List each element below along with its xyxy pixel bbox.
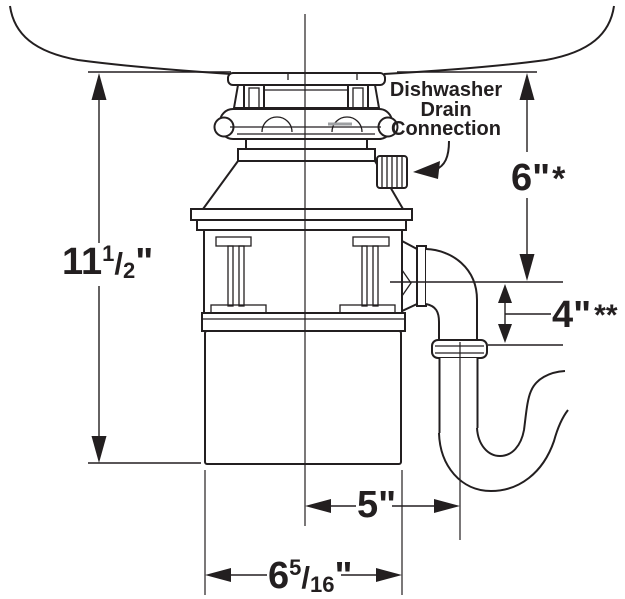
reference-lines <box>204 14 461 595</box>
elbow-pipe <box>425 248 478 342</box>
dim-body-width: 65/16" <box>205 555 402 597</box>
grind-chamber <box>203 229 403 314</box>
dim-overall-height: 111/2" <box>62 73 153 463</box>
label-line-3: Connection <box>391 118 501 140</box>
collar <box>237 148 376 162</box>
dim-overall-height-text: 111/2" <box>62 241 153 283</box>
dishwasher-inlet <box>376 155 408 189</box>
neck <box>245 138 368 150</box>
dim-center-to-trap: 5" <box>305 484 460 526</box>
p-trap <box>438 358 569 493</box>
discharge-outlet <box>401 239 427 313</box>
sink-outline <box>9 5 615 75</box>
motor-housing <box>201 312 406 465</box>
upper-band <box>196 219 407 231</box>
dim-sink-to-outlet-text: 6"* <box>511 157 566 199</box>
disposal-unit <box>190 72 427 465</box>
dim-outlet-to-trap-text: 4"** <box>552 294 618 336</box>
drain-plumbing <box>425 248 569 493</box>
label-line-2: Drain <box>420 99 471 121</box>
label-line-1: Dishwasher <box>390 79 502 101</box>
dim-sink-to-outlet: 6"* <box>511 73 566 281</box>
label-dishwasher-drain-connection: Dishwasher Drain Connection <box>390 79 502 179</box>
hopper-lip <box>190 208 413 221</box>
dim-outlet-to-trap: 4"** <box>498 284 618 343</box>
mounting-ring-upper <box>232 84 381 109</box>
dimension-annotations: 111/2" 6"* 4"** 5" <box>62 71 618 597</box>
dim-center-to-trap-text: 5" <box>357 484 396 526</box>
dim-body-width-text: 65/16" <box>268 555 353 597</box>
leader-arrow <box>413 140 450 179</box>
sink-flange <box>227 72 386 86</box>
hopper-cone <box>201 160 405 210</box>
mounting-ring-lower <box>213 108 399 140</box>
